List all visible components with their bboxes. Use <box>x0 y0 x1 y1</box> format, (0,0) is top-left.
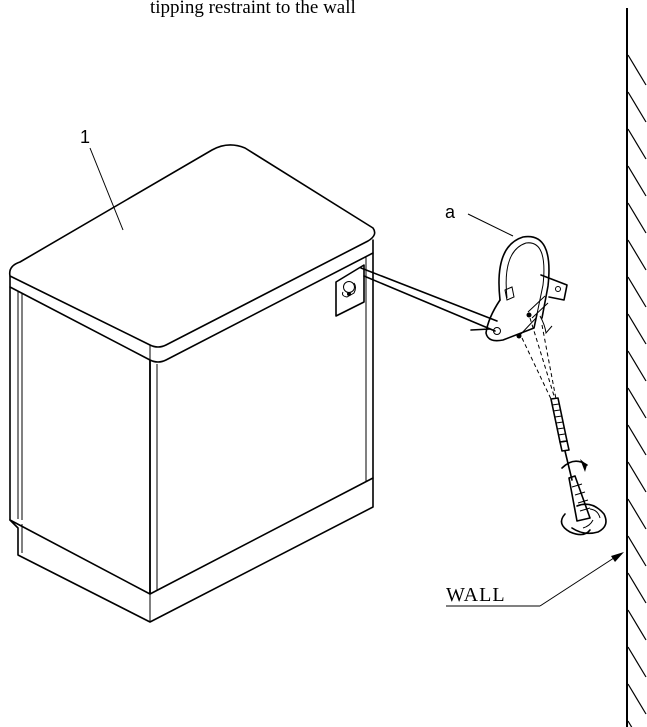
wall-hatch-line <box>627 498 647 530</box>
wall-bracket <box>470 235 568 342</box>
cabinet-plinth <box>9 477 374 623</box>
wall-hatch-line <box>627 424 647 456</box>
cabinet-side-face <box>149 252 374 595</box>
cabinet <box>8 144 376 623</box>
wall-leader-arrow <box>539 553 621 607</box>
rotation-arrow-icon <box>561 459 588 472</box>
wall-hatch-line <box>627 572 647 604</box>
cabinet-front-left-face <box>9 286 151 595</box>
wall-label: WALL <box>446 584 506 606</box>
wall-hatch-line <box>627 276 647 308</box>
wall-hatching <box>627 54 647 727</box>
bracket-hole-lower <box>493 327 501 335</box>
wall-hatch-line <box>627 165 647 197</box>
wall-hatch-line <box>627 720 633 727</box>
wall <box>626 8 647 727</box>
screwdriver <box>564 450 591 522</box>
screw-mid <box>519 317 537 336</box>
screw-upper <box>527 295 549 319</box>
cabinet-fixing-plate <box>335 264 365 317</box>
callout-bracket-letter: a <box>445 202 456 222</box>
hand-icon <box>560 503 607 536</box>
screw-guide-lines <box>521 317 557 400</box>
bracket-lower-plate <box>485 299 538 342</box>
leader-bracket <box>467 213 514 237</box>
wall-hatch-line <box>627 461 647 493</box>
wall-hatch-line <box>627 387 647 419</box>
wall-hatch-line <box>627 609 647 641</box>
diagram-caption: tipping restraint to the wall <box>150 0 356 18</box>
wall-plug <box>550 397 570 452</box>
wall-hatch-line <box>627 683 647 715</box>
cabinet-top-front-edge <box>9 239 374 363</box>
restraint-strap <box>360 267 498 332</box>
wall-hatch-line <box>627 239 647 271</box>
bracket-right-tab <box>540 274 568 301</box>
screw-left <box>470 328 491 331</box>
fixing-plate-hook <box>343 281 355 293</box>
callout-cabinet-number: 1 <box>80 127 90 147</box>
wall-arrowhead <box>611 552 624 562</box>
wall-hatch-line <box>627 91 647 123</box>
leader-cabinet <box>89 147 124 231</box>
cabinet-top <box>8 144 376 348</box>
wall-hatch-line <box>627 646 647 678</box>
wall-hatch-line <box>627 202 647 234</box>
wall-hatch-line <box>627 535 647 567</box>
wall-hatch-line <box>627 350 647 382</box>
wall-hatch-line <box>627 128 647 160</box>
wall-hatch-line <box>627 313 647 345</box>
wall-hatch-line <box>627 54 647 86</box>
bracket-hoop <box>498 235 550 319</box>
